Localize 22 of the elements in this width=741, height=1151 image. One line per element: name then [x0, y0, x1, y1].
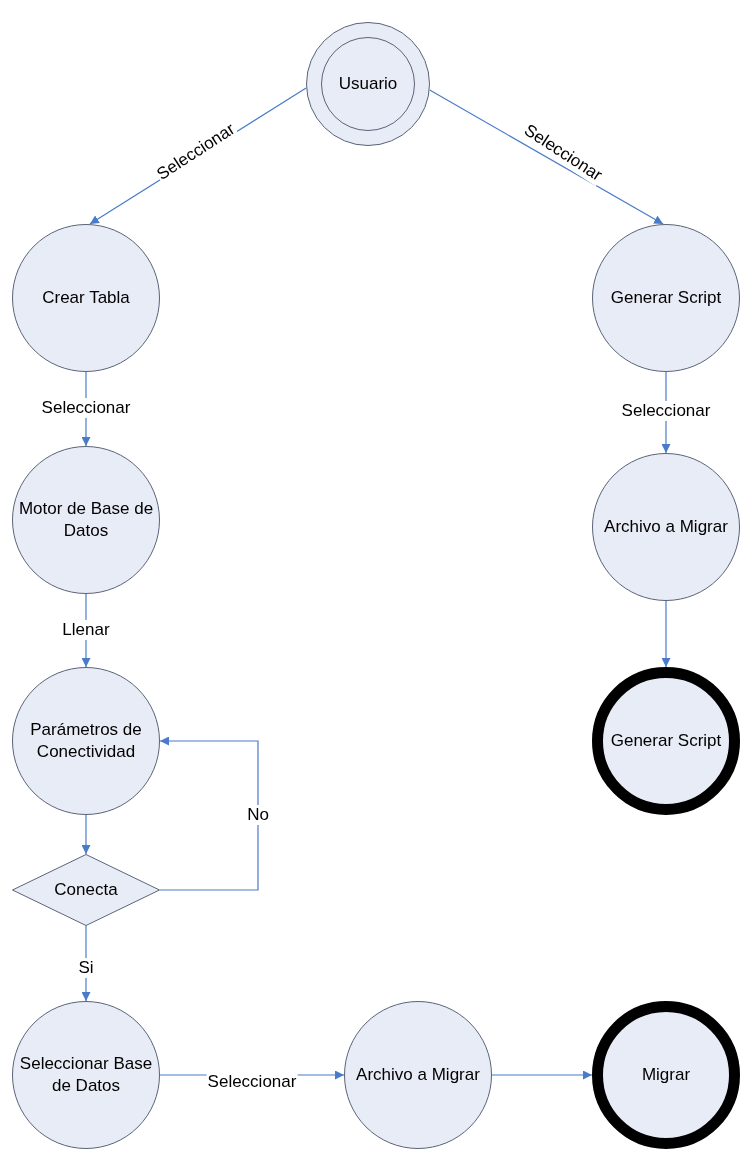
edge-label: No — [246, 805, 270, 825]
node-label: Crear Tabla — [42, 287, 130, 309]
node-label: Usuario — [338, 73, 398, 95]
node-label: Archivo a Migrar — [356, 1064, 480, 1086]
arrow — [159, 736, 259, 891]
node-label: Parámetros de Conectividad — [29, 719, 143, 763]
node-label: Generar Script — [610, 287, 722, 309]
node-label: Motor de Base de Datos — [17, 498, 155, 542]
edge-label: Seleccionar — [620, 401, 712, 421]
node-label: Archivo a Migrar — [604, 516, 728, 538]
edge-label: Llenar — [61, 620, 111, 640]
arrow — [429, 89, 664, 225]
node-label: Generar Script — [610, 730, 722, 752]
arrow — [491, 1070, 593, 1080]
decision-diamond — [12, 854, 160, 926]
node-label: Conecta — [54, 879, 118, 901]
node-label: Migrar — [641, 1064, 691, 1086]
edge-label: Seleccionar — [40, 398, 132, 418]
node-label: Seleccionar Base de Datos — [18, 1053, 154, 1097]
arrow — [81, 814, 91, 855]
arrow — [661, 600, 671, 668]
edge-label: Si — [77, 958, 95, 978]
